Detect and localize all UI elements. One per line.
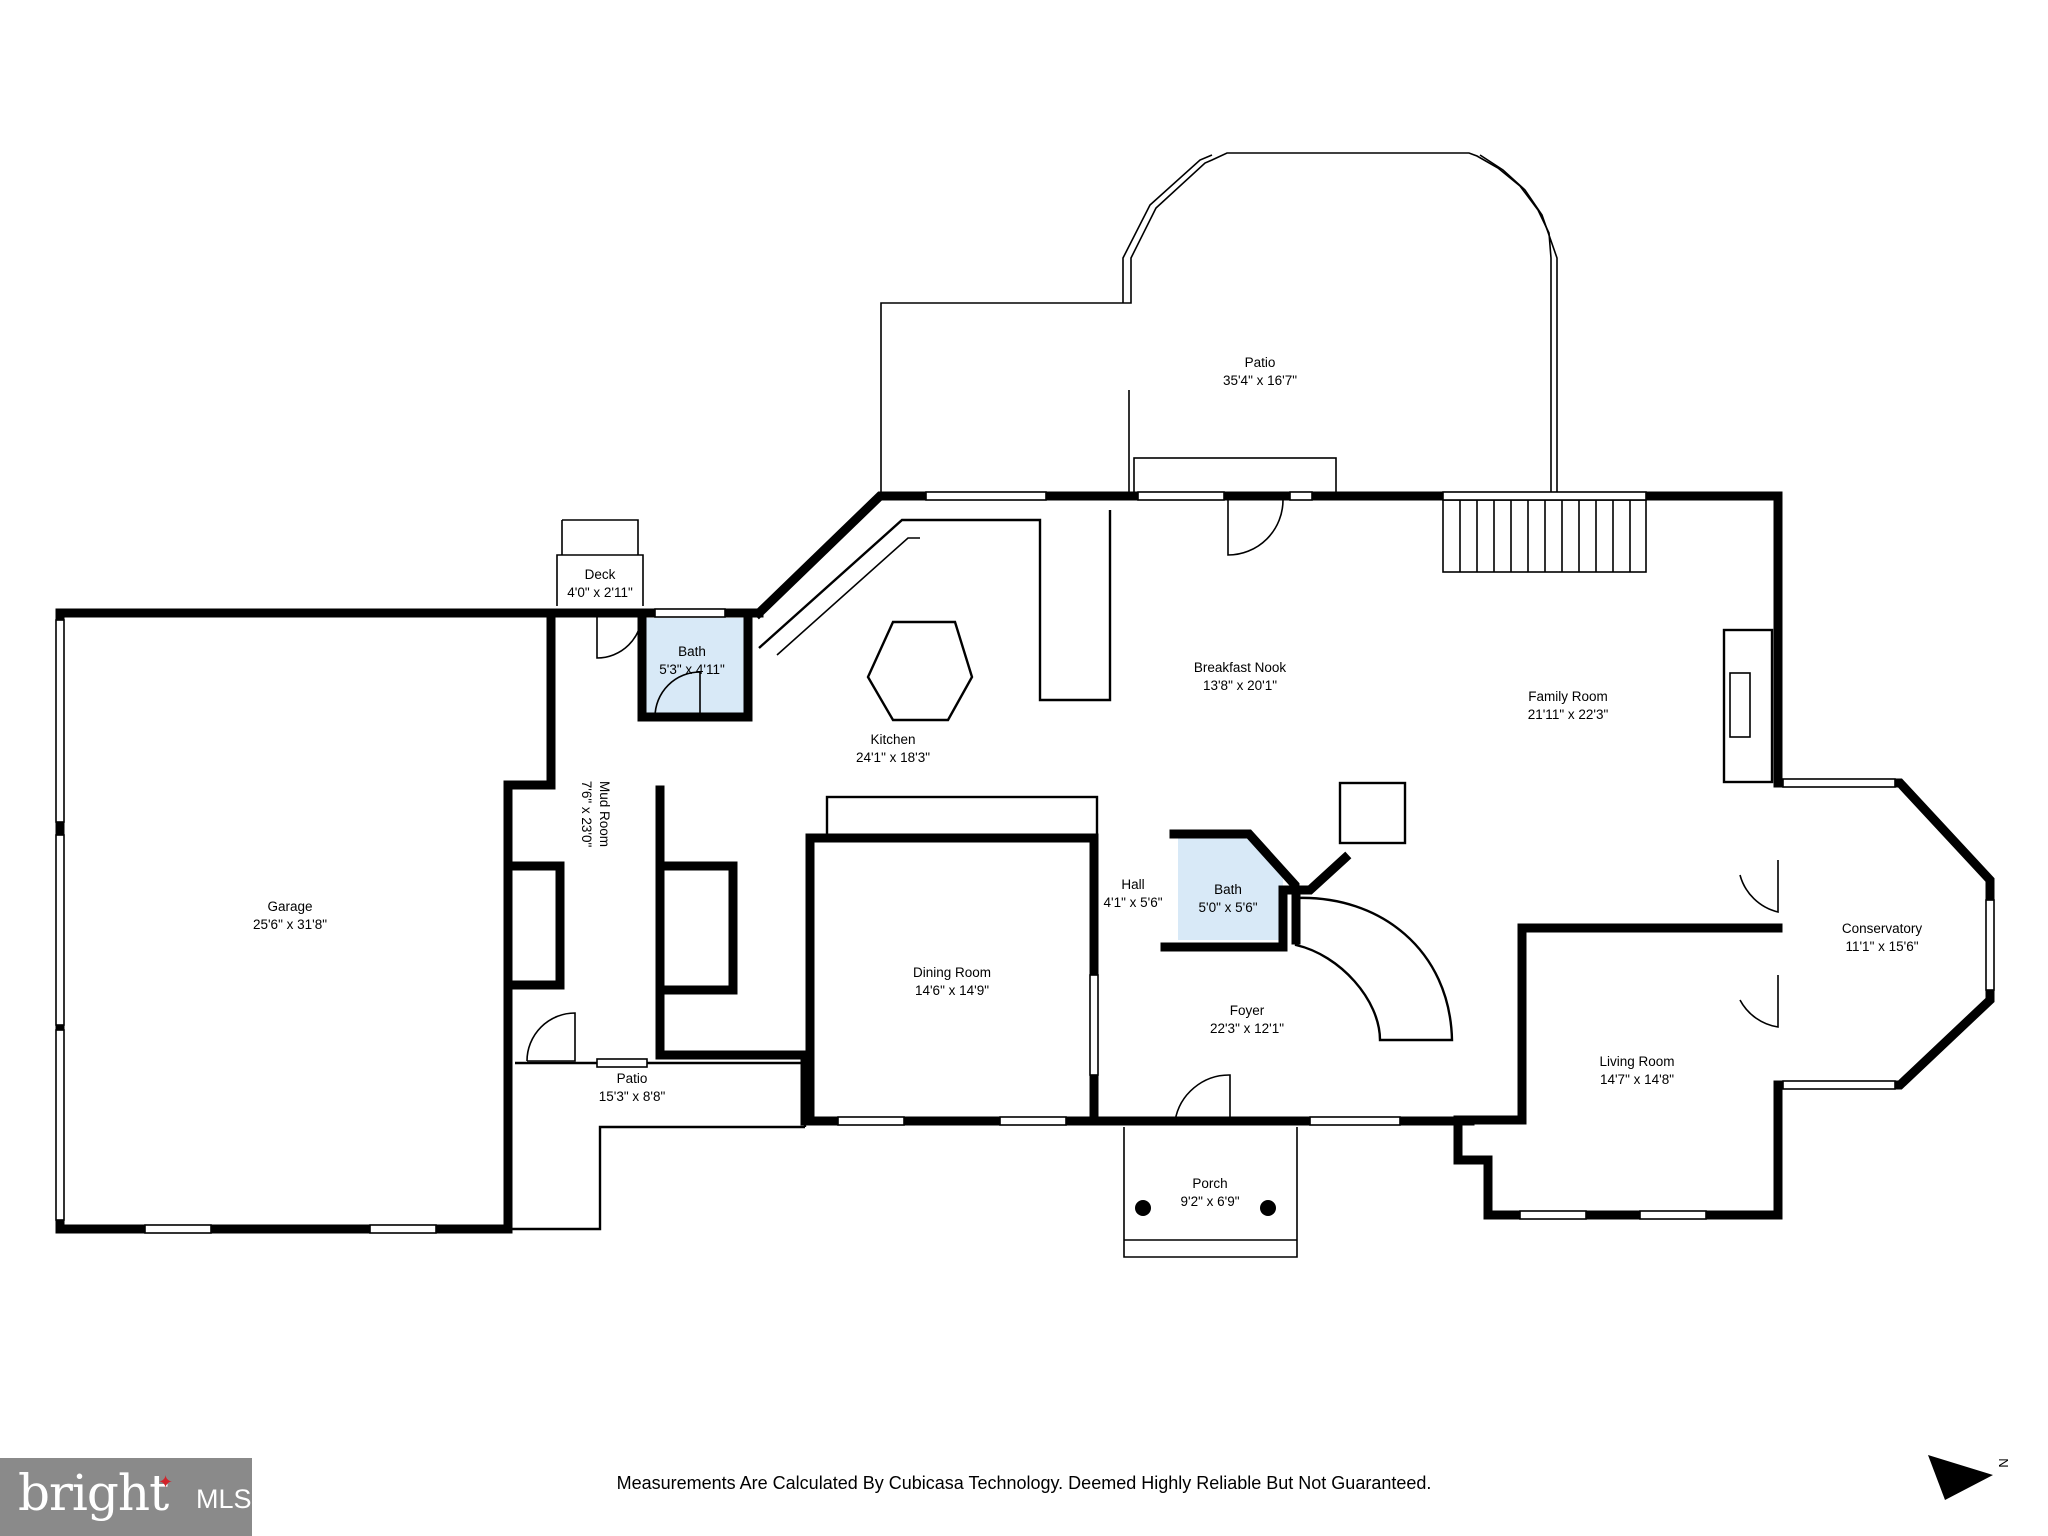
room-size-breakfast: 13'8" x 20'1" bbox=[1203, 678, 1277, 693]
room-label-kitchen: Kitchen 24'1" x 18'3" bbox=[856, 732, 930, 765]
bath-center-fill bbox=[1178, 834, 1283, 940]
porch-outline bbox=[1123, 1127, 1298, 1258]
room-size-family: 21'11" x 22'3" bbox=[1528, 707, 1609, 722]
compass: N bbox=[1928, 1455, 2011, 1500]
room-name-dining: Dining Room bbox=[913, 965, 991, 980]
room-size-patio-top: 35'4" x 16'7" bbox=[1223, 373, 1297, 388]
room-label-garage: Garage 25'6" x 31'8" bbox=[253, 899, 327, 932]
service-wall-inner bbox=[655, 861, 738, 995]
patio-top-inner-arc bbox=[1122, 154, 1558, 496]
room-name-living: Living Room bbox=[1599, 1054, 1674, 1069]
room-label-breakfast: Breakfast Nook 13'8" x 20'1" bbox=[1194, 660, 1287, 693]
room-label-foyer: Foyer 22'3" x 12'1" bbox=[1210, 1003, 1284, 1036]
main-wall-top bbox=[752, 491, 1783, 788]
door-swing-breakfast bbox=[1227, 499, 1284, 556]
room-name-hall: Hall bbox=[1121, 877, 1144, 892]
kitchen-counter-north bbox=[758, 510, 1112, 702]
door-swing-foyer bbox=[1174, 1074, 1231, 1122]
door-swing-mudroom bbox=[526, 1012, 576, 1062]
room-label-porch: Porch 9'2" x 6'9" bbox=[1180, 1176, 1239, 1209]
room-name-mud: Mud Room bbox=[597, 781, 612, 847]
room-label-patio-top: Patio 35'4" x 16'7" bbox=[1223, 355, 1297, 388]
room-label-deck: Deck 4'0" x 2'11" bbox=[567, 567, 633, 600]
room-label-conservatory: Conservatory 11'1" x 15'6" bbox=[1842, 921, 1923, 954]
patio-top-step bbox=[1133, 457, 1337, 497]
mudroom-closet-wall bbox=[507, 861, 565, 990]
room-size-dining: 14'6" x 14'9" bbox=[915, 983, 989, 998]
fireplace bbox=[1722, 628, 1774, 784]
room-label-dining: Dining Room 14'6" x 14'9" bbox=[913, 965, 991, 998]
room-label-bath-left: Bath 5'3" x 4'11" bbox=[659, 644, 725, 677]
patio-bottom-outline bbox=[508, 1061, 807, 1231]
room-name-breakfast: Breakfast Nook bbox=[1194, 660, 1287, 675]
patio-top-outline bbox=[880, 152, 1552, 496]
room-label-bath-center: Bath 5'0" x 5'6" bbox=[1198, 882, 1257, 915]
bright-mls-logo: bright ✦ MLS bbox=[0, 1458, 252, 1536]
room-size-garage: 25'6" x 31'8" bbox=[253, 917, 327, 932]
room-name-foyer: Foyer bbox=[1230, 1003, 1265, 1018]
room-name-garage: Garage bbox=[267, 899, 312, 914]
room-name-porch: Porch bbox=[1192, 1176, 1227, 1191]
room-size-living: 14'7" x 14'8" bbox=[1600, 1072, 1674, 1087]
room-size-foyer: 22'3" x 12'1" bbox=[1210, 1021, 1284, 1036]
porch-column-left bbox=[1135, 1200, 1151, 1216]
logo-star-icon: ✦ bbox=[158, 1472, 174, 1492]
room-name-bath-center: Bath bbox=[1214, 882, 1242, 897]
room-size-patio-bottom: 15'3" x 8'8" bbox=[599, 1089, 666, 1104]
door-swing-deck bbox=[596, 612, 643, 659]
door-swing-bath-left bbox=[654, 671, 701, 718]
room-label-patio-bottom: Patio 15'3" x 8'8" bbox=[599, 1071, 666, 1104]
compass-arrow-icon bbox=[1928, 1455, 1993, 1500]
room-size-hall: 4'1" x 5'6" bbox=[1103, 895, 1162, 910]
living-room-wall bbox=[1517, 923, 1783, 1095]
room-name-patio-bottom: Patio bbox=[617, 1071, 648, 1086]
family-room-stair-treads bbox=[1459, 500, 1631, 572]
room-name-family: Family Room bbox=[1528, 689, 1608, 704]
main-wall-right bbox=[1453, 1080, 1783, 1220]
kitchen-counter-inner bbox=[776, 537, 920, 656]
room-size-porch: 9'2" x 6'9" bbox=[1180, 1194, 1239, 1209]
room-name-conservatory: Conservatory bbox=[1842, 921, 1923, 936]
room-size-deck: 4'0" x 2'11" bbox=[567, 585, 633, 600]
room-size-conservatory: 11'1" x 15'6" bbox=[1845, 939, 1918, 954]
room-size-bath-center: 5'0" x 5'6" bbox=[1198, 900, 1257, 915]
kitchen-island bbox=[866, 620, 974, 722]
windows bbox=[55, 491, 1995, 1234]
room-size-mud: 7'6" x 23'0" bbox=[579, 781, 594, 848]
porch-column-right bbox=[1260, 1200, 1276, 1216]
curved-staircase bbox=[1294, 896, 1454, 1042]
fireplace-firebox bbox=[1729, 672, 1751, 738]
logo-suffix: MLS bbox=[196, 1484, 252, 1514]
room-name-bath-left: Bath bbox=[678, 644, 706, 659]
room-name-deck: Deck bbox=[585, 567, 616, 582]
service-wall bbox=[655, 785, 815, 1126]
coat-closet bbox=[1338, 781, 1407, 845]
logo-brand: bright bbox=[18, 1464, 169, 1522]
measurement-disclaimer: Measurements Are Calculated By Cubicasa … bbox=[616, 1473, 1432, 1493]
room-label-mud: Mud Room 7'6" x 23'0" bbox=[579, 781, 612, 848]
room-name-kitchen: Kitchen bbox=[870, 732, 915, 747]
deck-outline bbox=[556, 519, 644, 606]
room-size-kitchen: 24'1" x 18'3" bbox=[856, 750, 930, 765]
room-label-living: Living Room 14'7" x 14'8" bbox=[1599, 1054, 1674, 1087]
room-label-family: Family Room 21'11" x 22'3" bbox=[1528, 689, 1609, 722]
door-swing-conservatory bbox=[1739, 860, 1779, 914]
room-size-bath-left: 5'3" x 4'11" bbox=[659, 662, 725, 677]
compass-label: N bbox=[1996, 1458, 2011, 1467]
door-swing-living bbox=[1739, 975, 1779, 1028]
room-label-hall: Hall 4'1" x 5'6" bbox=[1103, 877, 1162, 910]
dining-buffet bbox=[825, 795, 1099, 837]
room-name-patio-top: Patio bbox=[1245, 355, 1276, 370]
